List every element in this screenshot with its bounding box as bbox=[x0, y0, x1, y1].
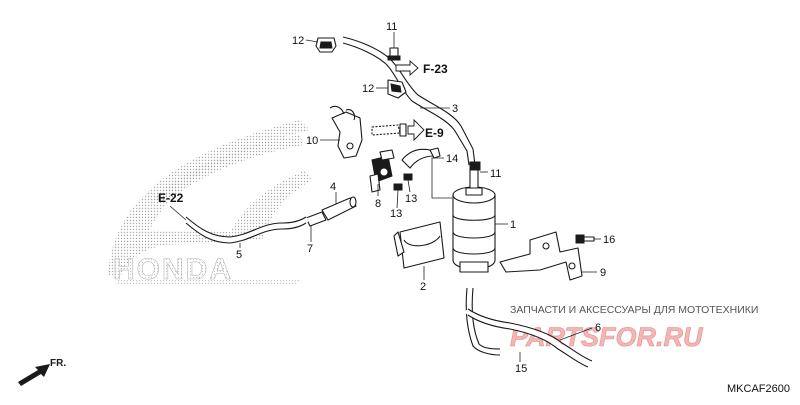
callout-8: 8 bbox=[375, 198, 381, 210]
callout-12-upper: 12 bbox=[292, 35, 304, 47]
part-16-bolt bbox=[575, 234, 595, 244]
shop-logo-text: PARTSFOR.RU bbox=[510, 322, 704, 352]
callout-13-left: 13 bbox=[390, 208, 402, 220]
part-11-screw-upper bbox=[387, 47, 401, 61]
honda-wing-watermark: HONDA bbox=[108, 120, 312, 286]
shop-banner-text: ЗАПЧАСТИ И АКСЕССУАРЫ ДЛЯ МОТОТЕХНИКИ bbox=[510, 304, 758, 316]
ref-e22: E-22 bbox=[158, 191, 187, 221]
callout-13-right: 13 bbox=[405, 193, 417, 205]
part-2-band bbox=[393, 221, 445, 269]
front-arrow-label: FR. bbox=[50, 358, 66, 369]
callout-11-lower: 11 bbox=[490, 168, 501, 180]
callout-12-lower: 12 bbox=[362, 83, 374, 95]
shop-watermark: ЗАПЧАСТИ И АКСЕССУАРЫ ДЛЯ МОТОТЕХНИКИ PA… bbox=[510, 304, 759, 352]
part-10-bracket bbox=[329, 105, 363, 159]
part-13-bolt-b bbox=[403, 173, 413, 181]
callout-7: 7 bbox=[307, 243, 313, 255]
ref-f23-arrow: F-23 bbox=[395, 60, 448, 76]
callout-16: 16 bbox=[603, 234, 615, 246]
callout-5: 5 bbox=[236, 249, 242, 261]
honda-watermark-text: HONDA bbox=[113, 253, 233, 286]
part-5-hose bbox=[183, 216, 309, 244]
ref-e9-label: E-9 bbox=[425, 126, 444, 140]
part-1-canister bbox=[452, 169, 496, 273]
callout-14: 14 bbox=[446, 153, 458, 165]
callout-6: 6 bbox=[595, 322, 601, 334]
part-6-hose bbox=[465, 308, 593, 368]
part-11-screw-lower bbox=[469, 161, 481, 171]
callout-1: 1 bbox=[510, 219, 516, 231]
diagram-code: MKCAF2600 bbox=[727, 383, 790, 395]
callout-9: 9 bbox=[600, 267, 606, 279]
part-12-clip-lower bbox=[387, 79, 407, 99]
part-12-clip-upper bbox=[315, 37, 337, 53]
part-9-bracket bbox=[499, 231, 583, 281]
ref-f23-label: F-23 bbox=[423, 62, 448, 76]
part-4-fitting bbox=[305, 196, 357, 227]
callouts: 11 12 12 3 10 14 11 4 8 13 13 1 16 9 7 5 bbox=[236, 21, 615, 375]
part-3-tube bbox=[340, 36, 476, 168]
part-8-solenoid bbox=[369, 149, 395, 193]
callout-3: 3 bbox=[452, 103, 458, 115]
part-13-bolt-a bbox=[393, 183, 403, 191]
part-14-hose bbox=[401, 147, 441, 169]
callout-4: 4 bbox=[330, 181, 336, 193]
ref-e22-label: E-22 bbox=[158, 191, 184, 205]
callout-10: 10 bbox=[306, 135, 318, 147]
callout-15: 15 bbox=[515, 363, 527, 375]
part-15-hose bbox=[465, 285, 503, 356]
callout-11-upper: 11 bbox=[386, 21, 397, 33]
front-arrow: FR. bbox=[18, 358, 66, 386]
ref-e9-arrow: E-9 bbox=[371, 118, 444, 142]
callout-2: 2 bbox=[420, 281, 426, 293]
